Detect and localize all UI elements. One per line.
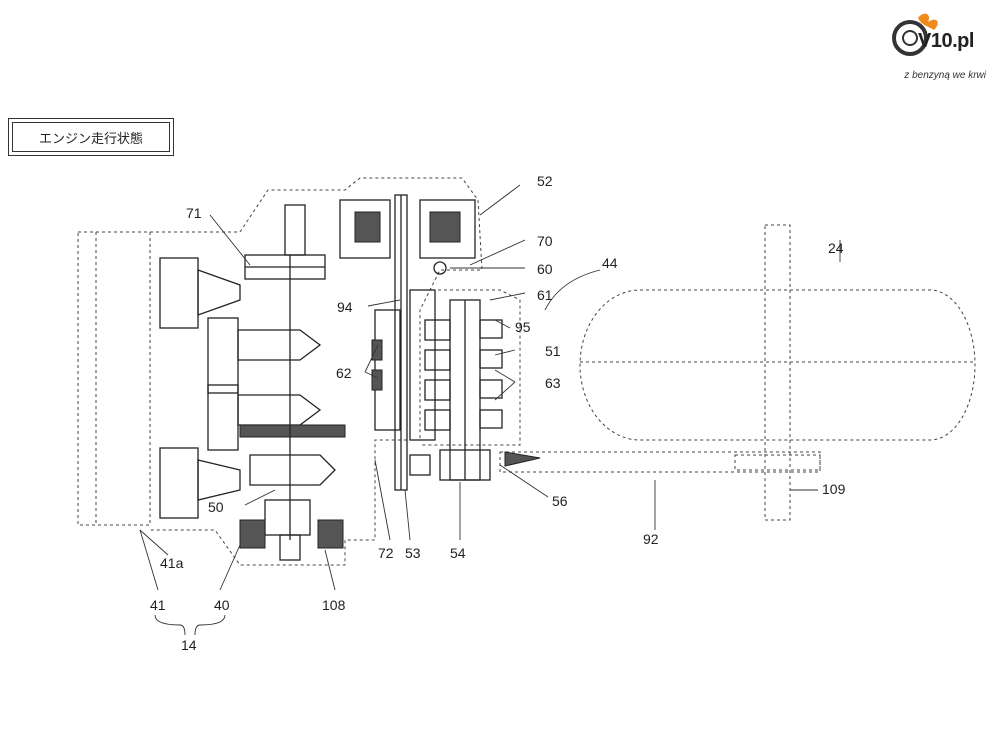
label-71: 71 [186,205,202,221]
label-40: 40 [214,597,230,613]
label-52: 52 [537,173,553,189]
label-70: 70 [537,233,553,249]
motor-24-outline [580,290,975,440]
label-44: 44 [602,255,618,271]
label-56: 56 [552,493,568,509]
label-41: 41 [150,597,166,613]
label-24: 24 [828,240,844,256]
label-63: 63 [545,375,561,391]
label-41a: 41a [160,555,184,571]
case-41-outline [78,232,150,525]
label-109: 109 [822,481,846,497]
label-54: 54 [450,545,466,561]
label-94: 94 [337,299,353,315]
label-50: 50 [208,499,224,515]
clutch-shafts [372,195,435,490]
label-92: 92 [643,531,659,547]
mount-109 [765,225,790,520]
coupling-109 [735,455,820,470]
label-108: 108 [322,597,346,613]
label-53: 53 [405,545,421,561]
output-arrow-icon [505,452,540,466]
label-60: 60 [537,261,553,277]
label-51: 51 [545,343,561,359]
label-61: 61 [537,287,553,303]
label-72: 72 [378,545,394,561]
label-62: 62 [336,365,352,381]
crankshaft-assembly [160,205,345,560]
label-95: 95 [515,319,531,335]
label-14: 14 [181,637,197,653]
